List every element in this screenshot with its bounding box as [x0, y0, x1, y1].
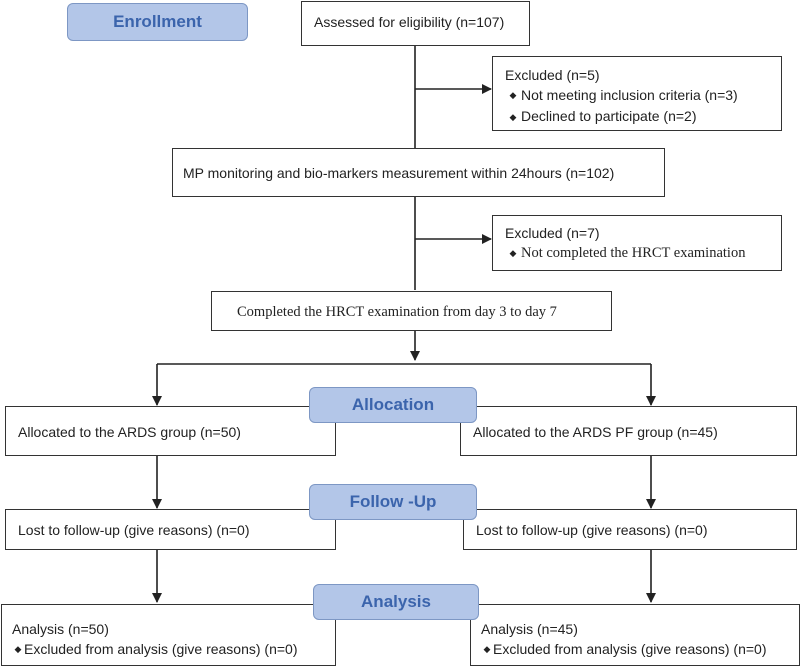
- excluded1-item: ◆Declined to participate (n=2): [505, 106, 781, 127]
- followup-label: Follow -Up: [309, 484, 477, 520]
- assessed-text: Assessed for eligibility (n=107): [314, 14, 505, 30]
- alloc-ards-pf-box: Allocated to the ARDS PF group (n=45): [460, 406, 797, 456]
- analysis-right-title: Analysis (n=45): [481, 621, 578, 637]
- assessed-box: Assessed for eligibility (n=107): [301, 1, 530, 46]
- analysis-left-title: Analysis (n=50): [12, 621, 109, 637]
- mp-monitoring-text: MP monitoring and bio-markers measuremen…: [183, 165, 615, 181]
- excluded1-item: ◆Not meeting inclusion criteria (n=3): [505, 85, 781, 106]
- enrollment-label: Enrollment: [67, 3, 248, 41]
- lost-right-box: Lost to follow-up (give reasons) (n=0): [463, 509, 797, 550]
- excluded2-item: ◆Not completed the HRCT examination: [505, 243, 781, 264]
- alloc-ards-pf-text: Allocated to the ARDS PF group (n=45): [473, 424, 718, 440]
- excluded2-title: Excluded (n=7): [505, 225, 600, 241]
- excluded1-box: Excluded (n=5) ◆Not meeting inclusion cr…: [492, 56, 782, 131]
- lost-right-text: Lost to follow-up (give reasons) (n=0): [476, 522, 708, 538]
- bullet-icon: ◆: [509, 247, 517, 258]
- alloc-ards-box: Allocated to the ARDS group (n=50): [5, 406, 336, 456]
- analysis-right-item: ◆Excluded from analysis (give reasons) (…: [481, 639, 799, 660]
- alloc-ards-text: Allocated to the ARDS group (n=50): [18, 424, 241, 440]
- allocation-label: Allocation: [309, 387, 477, 423]
- bullet-icon: ◆: [509, 90, 517, 101]
- excluded1-title: Excluded (n=5): [505, 67, 600, 83]
- analysis-left-item: ◆Excluded from analysis (give reasons) (…: [12, 639, 335, 660]
- excluded2-box: Excluded (n=7) ◆Not completed the HRCT e…: [492, 215, 782, 271]
- hrct-box: Completed the HRCT examination from day …: [211, 291, 612, 331]
- analysis-right-box: Analysis (n=45) ◆Excluded from analysis …: [470, 604, 800, 666]
- bullet-icon: ◆: [509, 111, 517, 122]
- analysis-left-box: Analysis (n=50) ◆Excluded from analysis …: [1, 604, 336, 666]
- hrct-text: Completed the HRCT examination from day …: [237, 304, 557, 320]
- mp-monitoring-box: MP monitoring and bio-markers measuremen…: [172, 148, 665, 197]
- bullet-icon: ◆: [483, 644, 491, 655]
- lost-left-box: Lost to follow-up (give reasons) (n=0): [5, 509, 336, 550]
- lost-left-text: Lost to follow-up (give reasons) (n=0): [18, 522, 250, 538]
- bullet-icon: ◆: [14, 644, 22, 655]
- analysis-label: Analysis: [313, 584, 479, 620]
